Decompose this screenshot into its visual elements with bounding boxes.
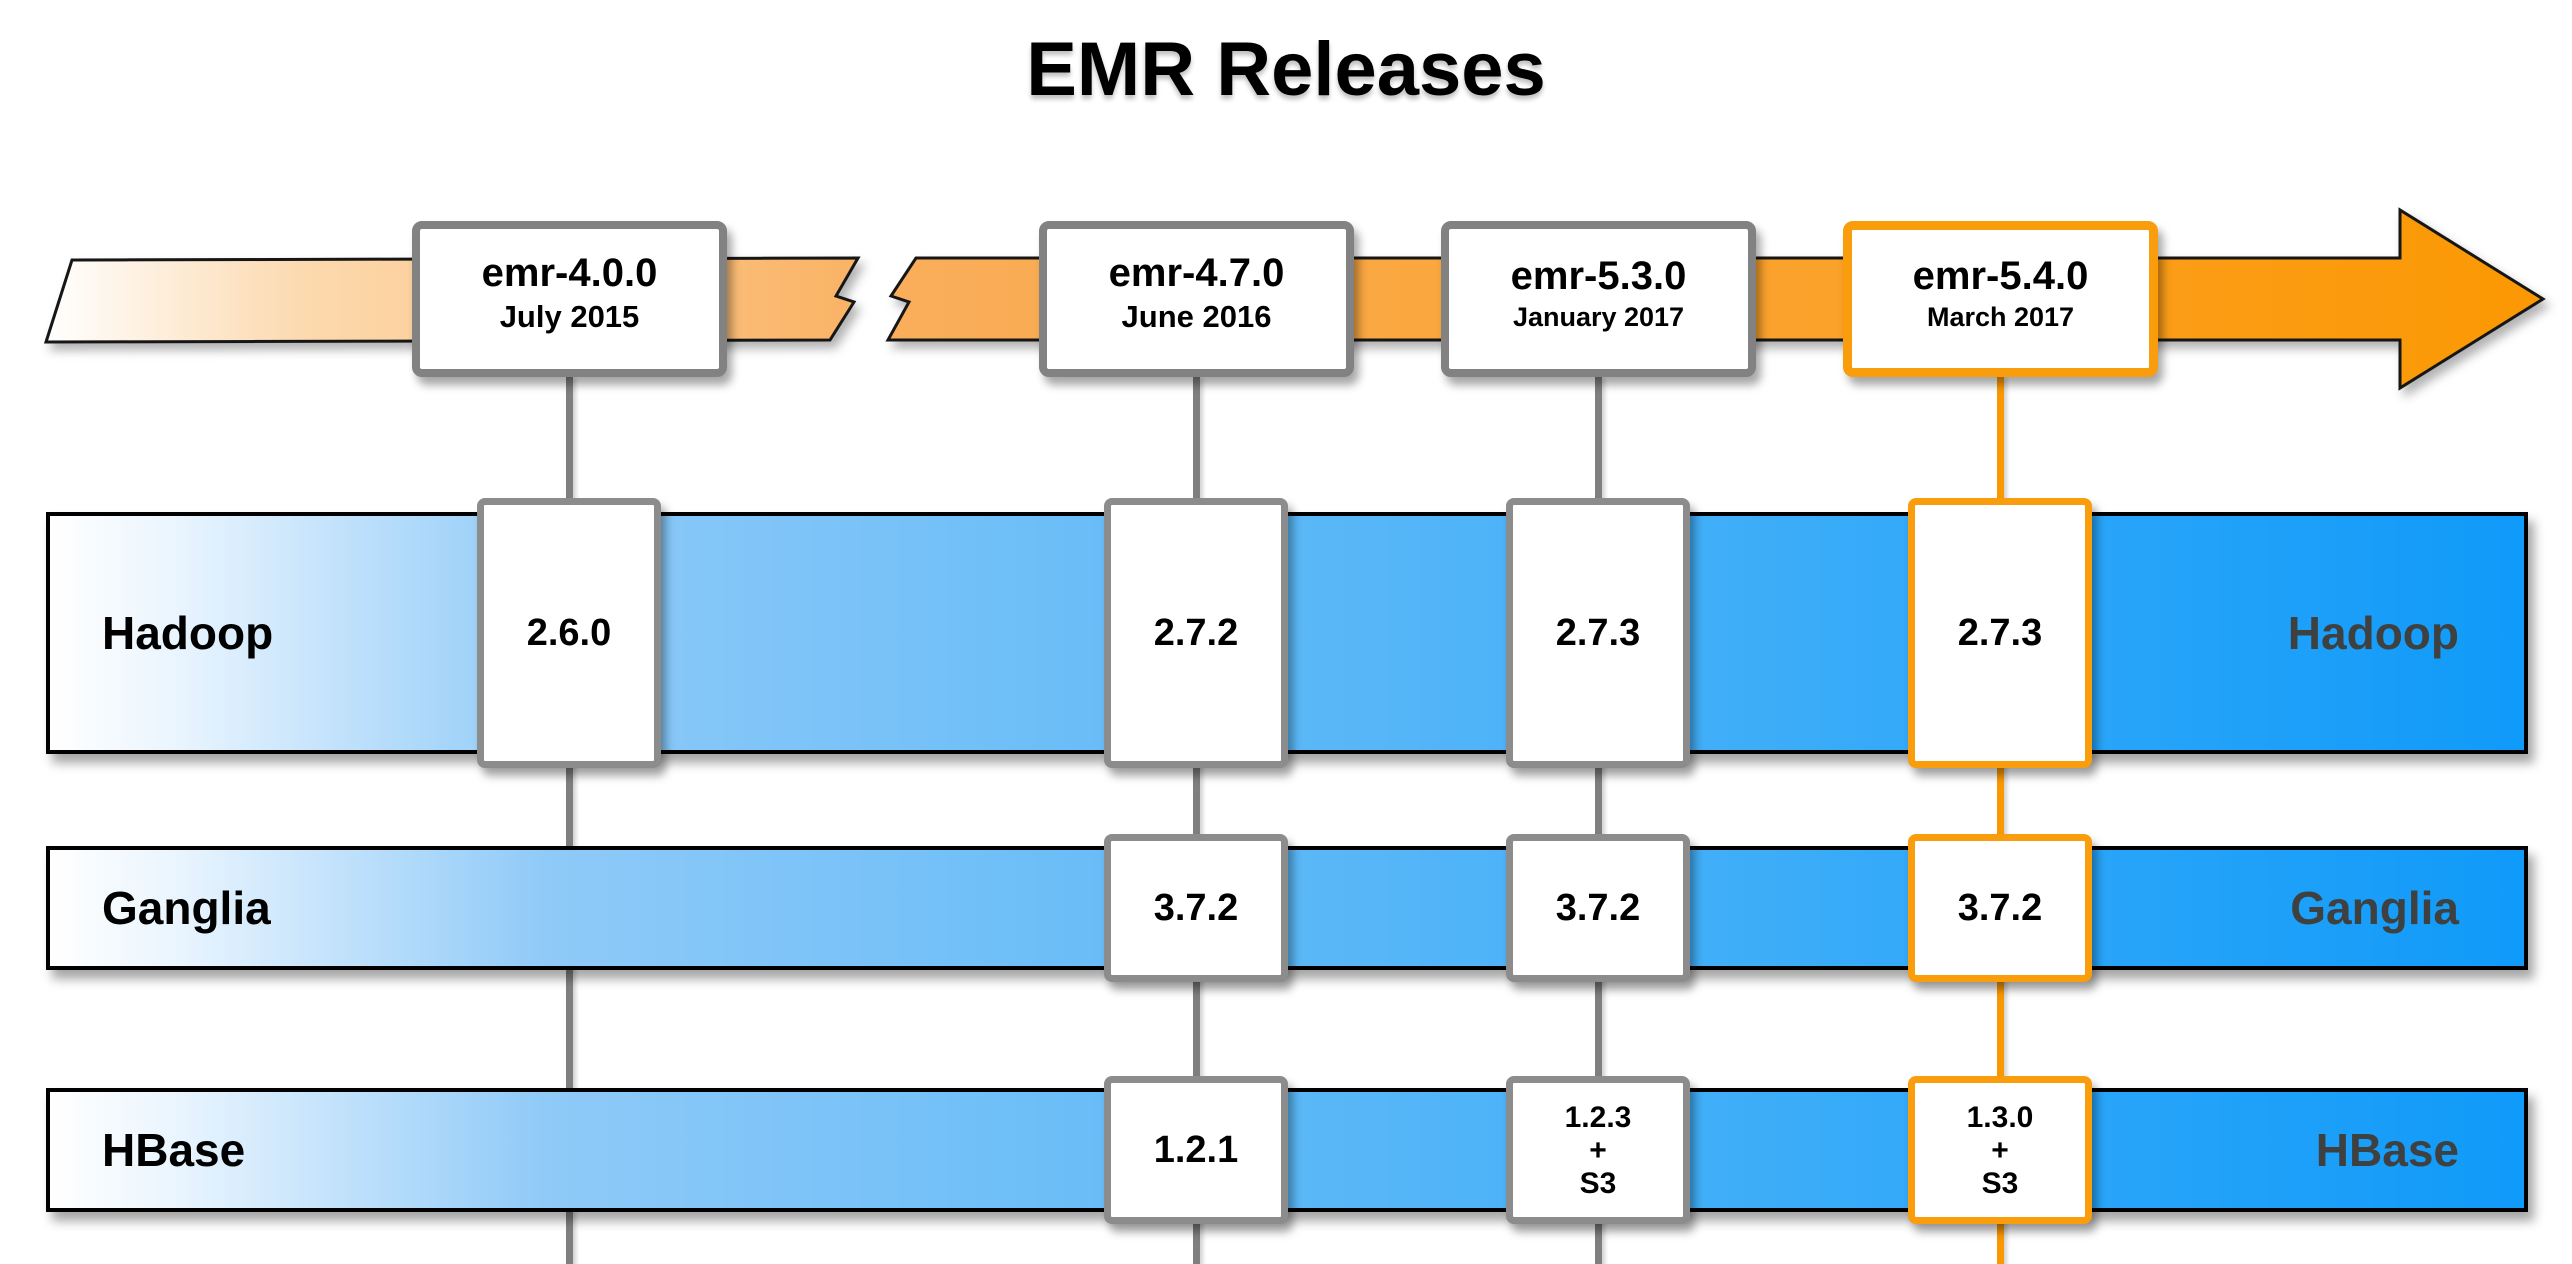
version-box-hbase-emr-4-7-0: 1.2.1 [1104,1076,1288,1224]
release-date: March 2017 [1926,301,2075,332]
version-value-line: S3 [1981,1166,2019,1200]
version-value: 3.7.2 [1957,886,2043,929]
hbase-label-right: HBase [2315,1124,2459,1176]
connector-line-emr-5-3-0 [1595,375,1602,1264]
version-value-line: + [1991,1133,2009,1167]
page-title: EMR Releases [1026,27,1546,112]
release-date: July 2015 [499,299,640,335]
version-box-hbase-emr-5-4-0: 1.3.0 + S3 [1908,1076,2092,1224]
release-date: June 2016 [1121,299,1272,335]
hadoop-label-left: Hadoop [102,607,274,659]
connector-line-emr-4-7-0 [1193,375,1200,1264]
release-name: emr-4.0.0 [481,251,658,296]
version-box-hbase-emr-5-3-0: 1.2.3 + S3 [1506,1076,1690,1224]
version-value-line: S3 [1579,1166,1617,1200]
connector-line-emr-5-4-0 [1997,375,2004,1264]
version-value: 1.2.1 [1153,1128,1239,1171]
version-box-hadoop-emr-5-3-0: 2.7.3 [1506,498,1690,768]
ganglia-label-right: Ganglia [2290,882,2459,934]
version-box-ganglia-emr-5-4-0: 3.7.2 [1908,834,2092,982]
release-name: emr-5.4.0 [1912,253,2089,298]
hbase-label-left: HBase [102,1124,246,1176]
hadoop-label-right: Hadoop [2287,607,2459,659]
release-box-emr-4-7-0: emr-4.7.0 June 2016 [1039,221,1354,377]
version-value: 3.7.2 [1153,886,1239,929]
version-box-ganglia-emr-4-7-0: 3.7.2 [1104,834,1288,982]
version-value: 2.7.2 [1153,611,1239,654]
release-date: January 2017 [1512,301,1685,332]
ganglia-label-left: Ganglia [102,882,271,934]
connector-line-emr-4-0-0 [566,375,573,1264]
version-box-hadoop-emr-4-0-0: 2.6.0 [477,498,661,768]
release-box-emr-5-4-0: emr-5.4.0 March 2017 [1843,221,2158,377]
version-value: 2.7.3 [1555,611,1641,654]
release-name: emr-5.3.0 [1510,253,1687,298]
version-value: 3.7.2 [1555,886,1641,929]
version-box-hadoop-emr-4-7-0: 2.7.2 [1104,498,1288,768]
version-value-line: + [1589,1133,1607,1167]
version-box-hadoop-emr-5-4-0: 2.7.3 [1908,498,2092,768]
version-box-ganglia-emr-5-3-0: 3.7.2 [1506,834,1690,982]
release-box-emr-5-3-0: emr-5.3.0 January 2017 [1441,221,1756,377]
version-value-line: 1.2.3 [1564,1100,1632,1134]
version-value-line: 1.3.0 [1966,1100,2034,1134]
version-value: 2.6.0 [526,611,612,654]
release-name: emr-4.7.0 [1108,251,1285,296]
release-box-emr-4-0-0: emr-4.0.0 July 2015 [412,221,727,377]
version-value: 2.7.3 [1957,611,2043,654]
